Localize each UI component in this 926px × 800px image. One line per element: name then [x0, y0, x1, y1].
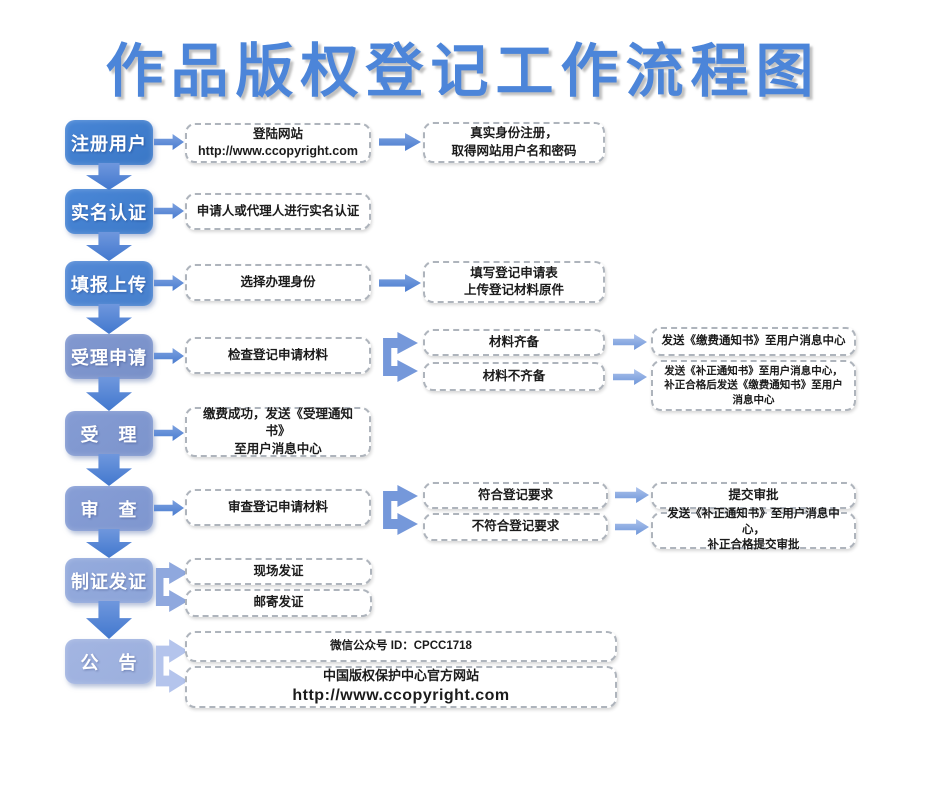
arrow-right-icon — [379, 133, 421, 151]
flow-box-meets-requirements: 符合登记要求 — [423, 482, 608, 509]
step-register-user: 注册用户 — [65, 120, 153, 165]
step-announcement: 公 告 — [65, 639, 153, 684]
flow-box-wechat-id: 微信公众号 ID：CPCC1718 — [185, 631, 617, 662]
flow-box-login-site: 登陆网站 http://www.ccopyright.com — [185, 123, 371, 163]
fork-arrow-icon — [383, 332, 418, 382]
arrow-right-icon — [154, 348, 184, 364]
arrow-right-icon — [154, 500, 184, 516]
step-accept-application: 受理申请 — [65, 334, 153, 379]
step-issue-certificate: 制证发证 — [65, 558, 153, 603]
page-title: 作品版权登记工作流程图 — [105, 39, 821, 104]
flow-box-real-identity: 真实身份注册， 取得网站用户名和密码 — [423, 122, 605, 163]
arrow-down-icon — [86, 163, 132, 190]
fork-arrow-icon — [383, 485, 418, 535]
step-realname-auth: 实名认证 — [65, 189, 153, 234]
flow-box-send-payment-notice: 发送《缴费通知书》至用户消息中心 — [651, 327, 856, 356]
flow-box-fill-form: 填写登记申请表 上传登记材料原件 — [423, 261, 605, 303]
arrow-right-icon — [615, 519, 649, 535]
flow-box-onsite-issue: 现场发证 — [185, 558, 372, 585]
flow-box-payment-success-notice: 缴费成功，发送《受理通知书》 至用户消息中心 — [185, 407, 371, 457]
flow-box-mail-issue: 邮寄发证 — [185, 589, 372, 617]
arrow-right-icon — [154, 425, 184, 441]
arrow-down-icon — [86, 529, 132, 558]
fork-arrow-icon — [155, 562, 189, 612]
step-fill-upload: 填报上传 — [65, 261, 153, 306]
arrow-right-icon — [154, 203, 184, 219]
flow-box-send-correction-then-payment: 发送《补正通知书》至用户消息中心， 补正合格后发送《缴费通知书》至用户 消息中心 — [651, 360, 856, 411]
flow-box-check-materials: 检查登记申请材料 — [185, 337, 371, 374]
arrow-down-icon — [86, 377, 132, 411]
fork-arrow-icon — [155, 639, 189, 693]
arrow-down-icon — [86, 232, 132, 261]
flow-box-submit-approval: 提交审批 — [651, 482, 856, 509]
flow-box-not-meets-requirements: 不符合登记要求 — [423, 513, 608, 541]
arrow-right-icon — [154, 134, 184, 150]
flow-box-correction-then-approval: 发送《补正通知书》至用户消息中心， 补正合格提交审批 — [651, 508, 856, 551]
flow-box-choose-identity: 选择办理身份 — [185, 264, 371, 301]
flow-box-review-materials: 审查登记申请材料 — [185, 489, 371, 526]
step-review: 审 查 — [65, 486, 153, 531]
official-site-url: http://www.ccopyright.com — [292, 686, 510, 704]
step-acceptance: 受 理 — [65, 411, 153, 456]
arrow-right-icon — [613, 334, 647, 350]
arrow-down-icon — [86, 601, 132, 639]
official-site-name: 中国版权保护中心官方网站 — [322, 668, 479, 683]
arrow-right-icon — [615, 487, 649, 503]
flow-box-materials-incomplete: 材料不齐备 — [423, 362, 605, 391]
arrow-down-icon — [86, 304, 132, 334]
arrow-right-icon — [154, 275, 184, 291]
flow-box-materials-complete: 材料齐备 — [423, 329, 605, 356]
arrow-right-icon — [613, 369, 647, 385]
flow-box-realname-auth: 申请人或代理人进行实名认证 — [185, 193, 371, 230]
flow-box-official-site: 中国版权保护中心官方网站 http://www.ccopyright.com — [185, 666, 617, 708]
arrow-down-icon — [86, 454, 132, 486]
arrow-right-icon — [379, 274, 421, 292]
